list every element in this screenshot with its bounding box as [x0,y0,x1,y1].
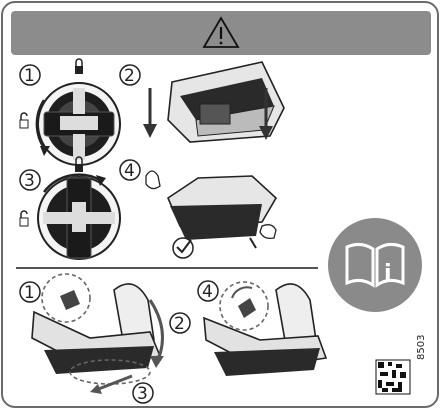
step-2-base-illustration [143,61,285,143]
step-1-knob-illustration [19,58,121,166]
step-1-number: 1 [19,64,41,86]
bottom-left-seat-illustration [31,273,164,394]
code-side-text: 8503 [416,334,427,360]
bottom-step-1-number: 1 [19,281,41,303]
bottom-step-4-number: 4 [197,280,219,302]
svg-text:3: 3 [137,384,148,404]
svg-text:4: 4 [124,161,135,181]
bottom-step-3-number: 3 [132,382,154,404]
step-4-number: 4 [119,159,141,181]
data-matrix-code [375,359,411,395]
step-3-knob-illustration [19,156,121,260]
step-3-number: 3 [19,169,41,191]
svg-text:i: i [384,261,392,286]
step-4-base-illustration [145,170,278,259]
svg-text:2: 2 [174,314,185,334]
svg-text:4: 4 [202,282,213,302]
bottom-right-seat-illustration [203,281,328,376]
svg-text:3: 3 [24,171,35,191]
svg-text:2: 2 [124,66,135,86]
svg-text:1: 1 [24,283,35,303]
warning-triangle-icon [202,16,240,48]
manual-info-icon: i [328,218,422,312]
step-2-number: 2 [119,64,141,86]
bottom-step-2-number: 2 [169,312,191,334]
svg-text:1: 1 [24,66,35,86]
